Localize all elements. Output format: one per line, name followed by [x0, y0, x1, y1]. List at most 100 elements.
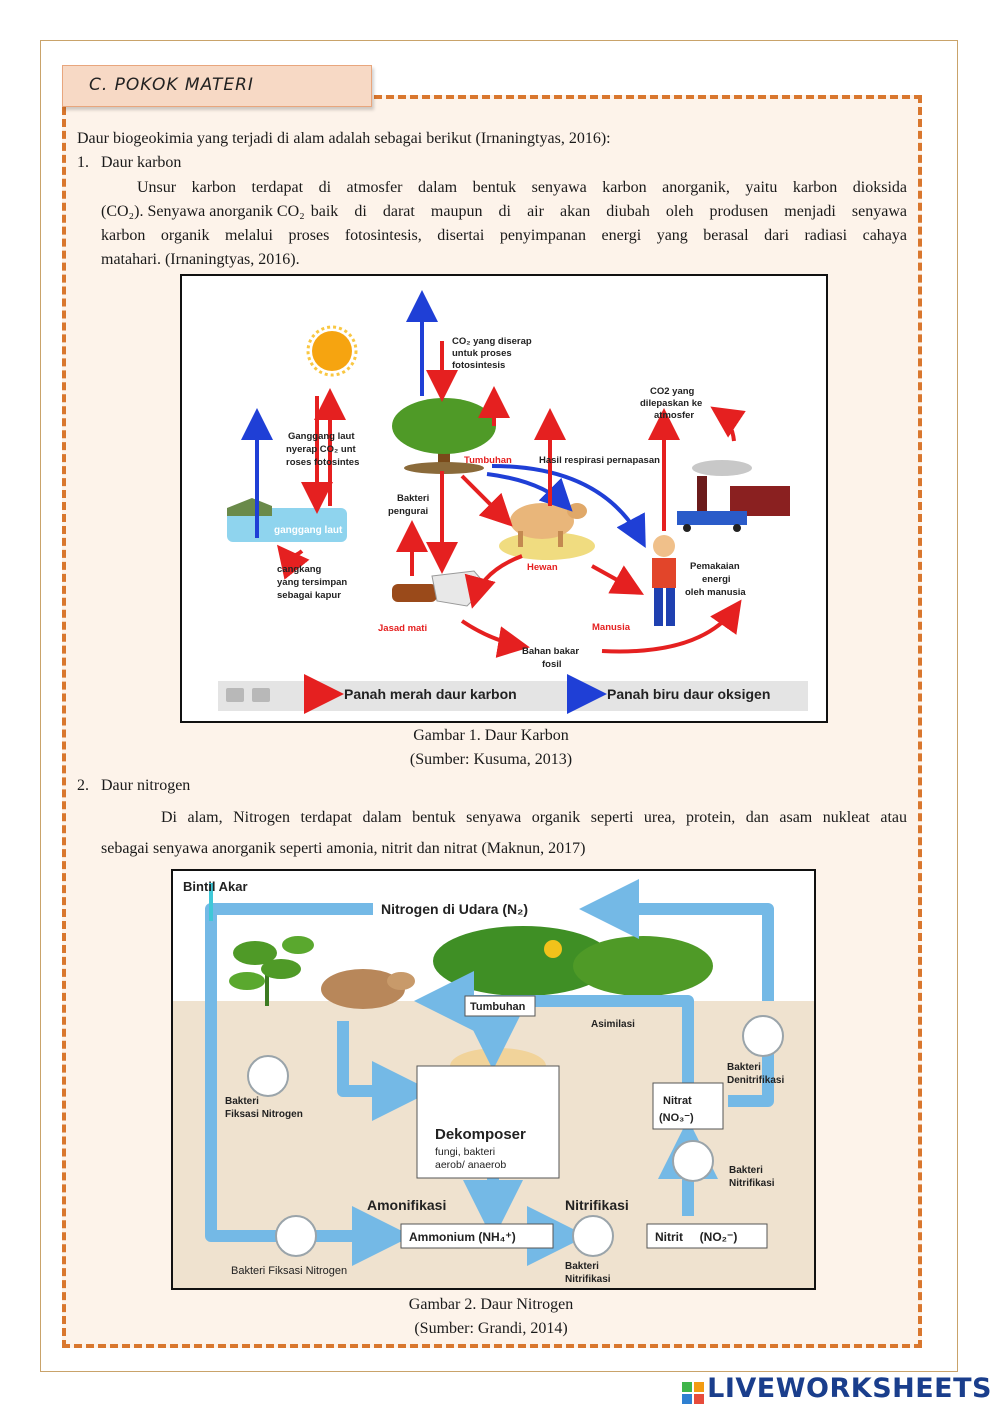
cow-icon: [499, 503, 595, 560]
label-bahan-bakar-1: Bahan bakar: [522, 646, 579, 657]
bacteria-denitrification-icon: [742, 1015, 784, 1057]
ammonium-box: [400, 1223, 554, 1249]
plant-left-icon: [229, 936, 314, 1006]
red-arrow-tree-to-cow: [460, 474, 513, 527]
label-denitrifikasi-2: Denitrifikasi: [727, 1075, 784, 1086]
fig1-caption: Gambar 1. Daur Karbon: [413, 727, 569, 744]
label-co2-absorb-2: untuk proses: [452, 348, 512, 359]
label-co2-absorb-3: fotosintesis: [452, 360, 505, 371]
mole-icon: [321, 969, 415, 1009]
label-fiksasi-2: Fiksasi Nitrogen: [225, 1109, 303, 1120]
label-ammonium: Ammonium (NH₄⁺): [409, 1230, 516, 1244]
label-cangkang-2: yang tersimpan: [277, 577, 347, 588]
label-nitrifikasi-bottom-2: Nitrifikasi: [565, 1274, 611, 1285]
label-nitrifikasi-1: Bakteri: [729, 1165, 763, 1176]
label-fiksasi-1: Bakteri: [225, 1096, 259, 1107]
label-seaweed-2: nyerap CO₂ unt: [286, 444, 357, 455]
item2-para-line1: Di alam, Nitrogen terdapat dalam bentuk …: [161, 809, 907, 826]
dekomposer-box: [416, 1065, 560, 1179]
label-nitrifikasi-bottom-1: Bakteri: [565, 1261, 599, 1272]
label-tumbuhan: Tumbuhan: [470, 1001, 526, 1013]
person-icon: [652, 535, 676, 626]
item1-title: Daur karbon: [101, 154, 182, 171]
red-arrow-shell: [276, 544, 310, 580]
item2-para-line2: sebagai senyawa anorganik seperti amonia…: [101, 840, 586, 857]
bacteria-fixation-bottom-icon: [275, 1215, 317, 1257]
item1-para-line3: karbon organik melalui proses fotosintes…: [101, 227, 907, 244]
item1-para-line1: Unsur karbon terdapat di atmosfer dalam …: [137, 179, 907, 196]
label-dekomposer: Dekomposer: [435, 1126, 526, 1143]
stop-button[interactable]: [252, 688, 270, 702]
item1-para-line4: matahari. (Irnaningtyas, 2016).: [101, 251, 300, 268]
label-jasad-mati: Jasad mati: [378, 623, 427, 634]
red-arrow-factory-up: [710, 406, 746, 442]
label-nitrifikasi: Nitrifikasi: [565, 1197, 629, 1213]
arrow-nitrat-right: [728, 1051, 774, 1107]
label-hewan: Hewan: [527, 562, 558, 573]
item1-number: 1.: [77, 154, 89, 171]
intro-text: Daur biogeokimia yang terjadi di alam ad…: [77, 130, 611, 147]
label-dekomposer-sub-2: aerob/ anaerob: [435, 1159, 506, 1171]
label-nitrat-1: Nitrat: [663, 1095, 692, 1107]
label-bakteri-1: Bakteri: [397, 493, 429, 504]
label-dekomposer-sub-1: fungi, bakteri: [435, 1146, 495, 1158]
label-co2-absorb-1: CO₂ yang diserap: [452, 336, 532, 347]
rock-shape: [227, 498, 272, 516]
sun-icon: [306, 325, 358, 377]
label-manusia: Manusia: [592, 622, 631, 633]
plant-right-icon: [433, 926, 713, 996]
bacteria-nitrification-bottom-icon: [572, 1215, 614, 1257]
label-cangkang-1: cangkang: [277, 564, 322, 575]
bacteria-nitrification-icon: [672, 1140, 714, 1182]
label-respiration: Hasil respirasi pernapasan: [539, 455, 660, 466]
label-ganggang-laut: ganggang laut: [274, 525, 343, 536]
tree-icon: [392, 398, 496, 474]
label-nitrifikasi-2: Nitrifikasi: [729, 1178, 775, 1189]
label-nitrit: Nitrit (NO₂⁻): [655, 1230, 737, 1244]
nitrat-box: [652, 1082, 724, 1130]
item2-title: Daur nitrogen: [101, 777, 191, 794]
page-border: [40, 40, 958, 1372]
bacteria-fixation-icon: [247, 1055, 289, 1097]
play-button[interactable]: [226, 688, 244, 702]
red-arrow-fuel-to-human: [601, 599, 742, 654]
arrow-denitrification-up: [579, 879, 774, 1001]
red-arrow-cow-to-human: [591, 564, 644, 595]
label-denitrifikasi-1: Bakteri: [727, 1062, 761, 1073]
item1-para-line2: (CO₂). Senyawa anorganik CO₂ baik di dar…: [101, 200, 907, 224]
nitrit-box: [646, 1223, 768, 1249]
fig2-caption: Gambar 2. Daur Nitrogen: [408, 1296, 574, 1313]
label-nitrogen-udara: Nitrogen di Udara (N₂): [381, 901, 528, 917]
fig1-source: (Sumber: Kusuma, 2013): [409, 751, 573, 768]
label-seaweed-3: roses fotosintes: [286, 457, 359, 468]
fig2-source: (Sumber: Grandi, 2014): [414, 1320, 568, 1337]
logo-blocks-icon: [682, 1382, 705, 1405]
label-pemakaian-2: energi: [702, 574, 731, 585]
label-pemakaian-1: Pemakaian: [690, 561, 740, 572]
label-bakteri-2: pengurai: [388, 506, 428, 517]
blue-arrow-to-cow: [486, 472, 573, 512]
section-tab-title: C. POKOK MATERI: [89, 75, 254, 95]
label-seaweed-1: Ganggang laut: [288, 431, 355, 442]
logo-text: LIVEWORKSHEETS: [707, 1373, 992, 1404]
label-pemakaian-3: oleh manusia: [685, 587, 746, 598]
red-arrow-cow-to-dead: [464, 554, 523, 609]
blue-arrow-to-human: [491, 464, 646, 549]
label-nitrat-2: (NO₃⁻): [659, 1112, 694, 1124]
legend-blue-label: Panah biru daur oksigen: [607, 686, 770, 702]
arrow-plant-to-decomposer: [337, 1021, 432, 1121]
label-bahan-bakar-2: fosil: [542, 659, 562, 670]
item2-number: 2.: [77, 777, 89, 794]
item1-para-line2-start: (CO₂). Senyawa anorganik CO₂: [101, 203, 305, 220]
red-arrow-to-fuel: [460, 619, 530, 658]
label-asimilasi: Asimilasi: [591, 1019, 635, 1030]
item1-para-line2-end: baik di darat maupun di air akan diubah …: [310, 203, 907, 220]
label-amonifikasi: Amonifikasi: [367, 1197, 446, 1213]
liveworksheets-logo: LIVEWORKSHEETS: [682, 1373, 992, 1407]
nitrogen-cycle-figure: Bintil Akar Nitrogen di Udara (N₂) Tumbu…: [171, 869, 816, 1290]
factory-icon: [677, 460, 790, 532]
label-co2-released-3: atmosfer: [654, 410, 694, 421]
label-co2-released-1: CO2 yang: [650, 386, 695, 397]
section-tab: C. POKOK MATERI: [62, 65, 372, 107]
label-co2-released-2: dilepaskan ke: [640, 398, 702, 409]
